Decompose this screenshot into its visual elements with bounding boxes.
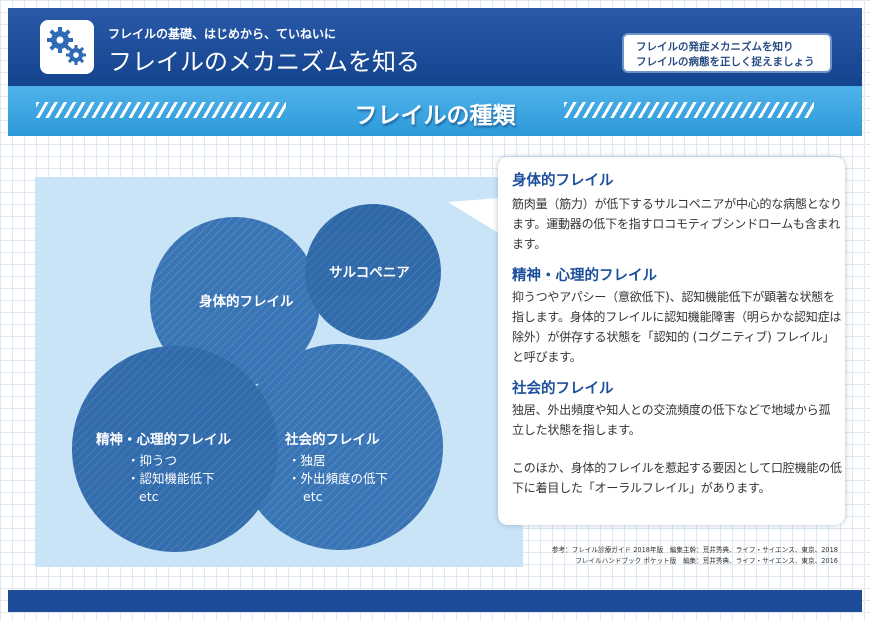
references: 参考：フレイル診療ガイド 2018年版 編集主幹：荒井秀典、ライフ・サイエンス、… <box>470 545 838 567</box>
venn-item: etc <box>303 489 323 504</box>
venn-item: ・認知機能低下 <box>127 471 215 486</box>
venn-label-physical: 身体的フレイル <box>199 293 294 310</box>
venn-label-mental: 精神・心理的フレイル <box>96 431 231 448</box>
callout-line: フレイルの発症メカニズムを知り <box>636 41 794 53</box>
header-callout: フレイルの発症メカニズムを知り フレイルの病態を正しく捉えましょう <box>622 33 832 73</box>
venn-label-sarcopenia: サルコペニア <box>329 265 410 281</box>
venn-item: etc <box>139 489 159 504</box>
section-title: フレイルの種類 <box>354 103 516 129</box>
band-stripes-right <box>564 102 814 118</box>
bubble-tail <box>448 198 500 234</box>
section-heading-social: 社会的フレイル <box>512 381 614 397</box>
venn-item: ・抑うつ <box>127 453 177 468</box>
circle-physical <box>150 217 320 387</box>
reference-line: 参考：フレイル診療ガイド 2018年版 編集主幹：荒井秀典、ライフ・サイエンス、… <box>551 546 838 554</box>
venn-item: ・外出頻度の低下 <box>288 471 388 486</box>
venn-diagram: 身体的フレイル サルコペニア 精神・心理的フレイル ・抑うつ ・認知機能低下 e… <box>35 177 523 567</box>
section-body-physical: 筋肉量（筋力）が低下するサルコペニアが中心的な病態となります。運動器の低下を指す… <box>512 197 842 251</box>
explanation-panel <box>498 157 845 525</box>
logo <box>40 20 94 74</box>
section-body-social: 独居、外出頻度や知人との交流頻度の低下などで地域から孤立した状態を指します。 <box>512 403 831 437</box>
band-stripes-left <box>36 102 286 118</box>
venn-item: ・独居 <box>288 453 326 468</box>
section-heading-physical: 身体的フレイル <box>512 173 614 189</box>
page-title: フレイルのメカニズムを知る <box>108 48 420 76</box>
footer-bar <box>8 590 862 612</box>
venn-label-social: 社会的フレイル <box>284 431 380 448</box>
callout-line: フレイルの病態を正しく捉えましょう <box>636 56 815 68</box>
header-bar: フレイルの基礎、はじめから、ていねいに フレイルのメカニズムを知る フレイルの発… <box>8 8 862 86</box>
reference-line: フレイルハンドブック ポケット版 編集：荒井秀典、ライフ・サイエンス、東京、20… <box>575 557 838 565</box>
panel-note: このほか、身体的フレイルを惹起する要因として口腔機能の低下に着目した「オーラルフ… <box>512 461 842 495</box>
circle-social <box>237 344 443 550</box>
section-heading-mental: 精神・心理的フレイル <box>512 268 657 284</box>
section-body-mental: 抑うつやアパシー（意欲低下)、認知機能低下が顕著な状態を指します。身体的フレイル… <box>512 290 842 364</box>
gears-icon <box>47 27 86 65</box>
header-subtitle: フレイルの基礎、はじめから、ていねいに <box>108 27 337 41</box>
section-band: フレイルの種類 <box>8 86 862 136</box>
